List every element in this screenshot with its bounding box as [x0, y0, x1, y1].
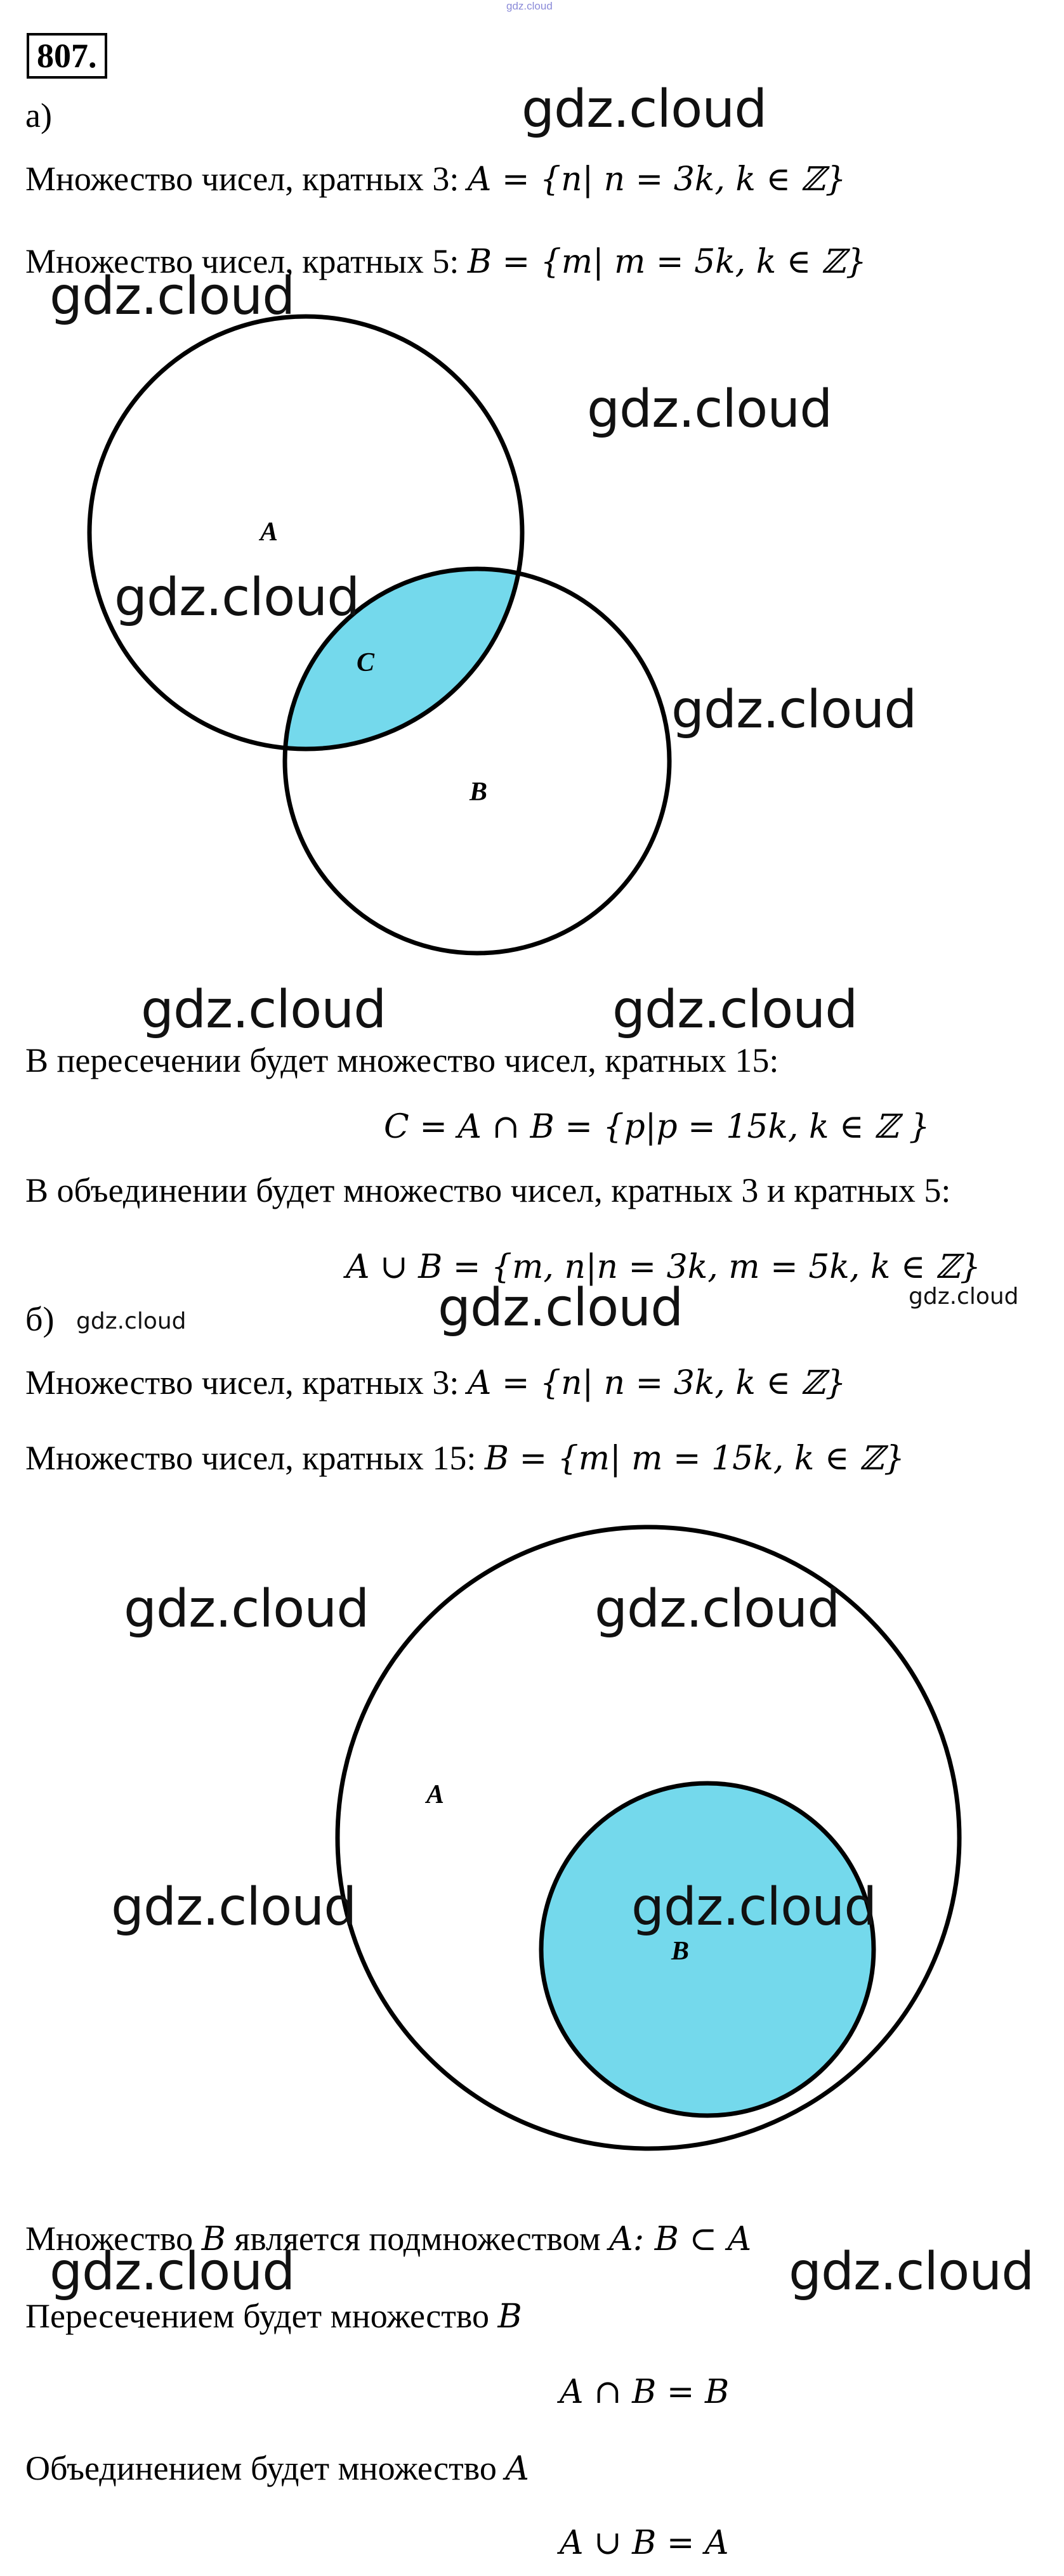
part-b-subset-text-2: является подмножеством [225, 2220, 610, 2258]
watermark: gdz.cloud [671, 680, 917, 740]
watermark: gdz.cloud [612, 980, 858, 1040]
part-b-subset-line: Множество B является подмножеством A: B … [25, 2218, 751, 2260]
venn-b-label-a: A [424, 1780, 444, 1809]
watermark: gdz.cloud [49, 2242, 295, 2302]
top-watermark: gdz.cloud [506, 0, 553, 12]
watermark: gdz.cloud [522, 79, 767, 140]
part-a-set-b-text: Множество чисел, кратных 5: [25, 242, 468, 280]
part-b-subset-text-1: Множество [25, 2220, 202, 2258]
venn-a-label-c: C [357, 648, 375, 677]
watermark: gdz.cloud [114, 568, 360, 628]
part-b-set-b-text: Множество чисел, кратных 15: [25, 1439, 485, 1477]
part-b-set-a-line: Множество чисел, кратных 3: A = {n| n = … [25, 1362, 846, 1403]
part-b-intersection-line: Пересечением будет множество B [25, 2296, 522, 2337]
venn-a-circle-b [282, 566, 672, 956]
venn-a-label-a: A [258, 517, 278, 547]
part-a-union-text: В объединении будет множество чисел, кра… [25, 1171, 951, 1209]
part-b-intersection-var: B [497, 2298, 522, 2336]
part-b-union-var: A [505, 2450, 529, 2488]
venn-b-circle-a [335, 1525, 962, 2151]
watermark: gdz.cloud [789, 2242, 1034, 2302]
part-b-intersection-math: A ∩ B = B [560, 2373, 730, 2411]
watermark: gdz.cloud [438, 1278, 683, 1338]
part-b-subset-var-a: A [609, 2220, 633, 2258]
part-b-intersection-text: Пересечением будет множество [25, 2297, 498, 2335]
watermark: gdz.cloud [594, 1579, 840, 1639]
watermark: gdz.cloud [124, 1579, 369, 1639]
part-b-set-b-line: Множество чисел, кратных 15: B = {m| m =… [25, 1438, 905, 1479]
venn-a-circle-a [87, 314, 525, 751]
part-a-set-a-math: A = {n| n = 3k, k ∈ ℤ} [467, 160, 846, 198]
watermark: gdz.cloud [49, 266, 295, 327]
watermark: gdz.cloud [141, 980, 386, 1040]
part-b-set-a-text: Множество чисел, кратных 3: [25, 1363, 468, 1402]
problem-number: 807. [27, 33, 107, 79]
venn-a-intersection-fill [285, 569, 522, 749]
watermark-small: gdz.cloud [909, 1284, 1019, 1310]
part-b-union-math: A ∪ B = A [560, 2524, 729, 2562]
part-a-set-b-math: B = {m| m = 5k, k ∈ ℤ} [467, 243, 867, 281]
watermark-small: gdz.cloud [76, 1308, 187, 1334]
part-b-set-a-math: A = {n| n = 3k, k ∈ ℤ} [467, 1364, 846, 1402]
part-b-label: б) [25, 1300, 55, 1338]
part-b-set-b-math: B = {m| m = 15k, k ∈ ℤ} [484, 1440, 905, 1478]
venn-b-circle-b [539, 1781, 876, 2118]
part-a-intersection-math: C = A ∩ B = {p|p = 15k, k ∈ ℤ } [384, 1108, 930, 1146]
part-a-set-a-line: Множество чисел, кратных 3: A = {n| n = … [25, 159, 846, 200]
part-a-intersection-text: В пересечении будет множество чисел, кра… [25, 1041, 779, 1079]
watermark: gdz.cloud [587, 379, 832, 439]
part-a-set-a-text: Множество чисел, кратных 3: [25, 160, 468, 198]
venn-a-label-b: B [469, 777, 487, 807]
part-b-union-text: Объединением будет множество [25, 2449, 506, 2487]
part-a-set-b-line: Множество чисел, кратных 5: B = {m| m = … [25, 241, 867, 282]
watermark: gdz.cloud [111, 1877, 357, 1937]
part-b-subset-math: : B ⊂ A [633, 2220, 752, 2258]
part-a-label: а) [25, 96, 52, 134]
part-a-union-math: A ∪ B = {m, n|n = 3k, m = 5k, k ∈ ℤ} [346, 1248, 981, 1286]
part-b-subset-var-b: B [201, 2220, 226, 2258]
watermark: gdz.cloud [631, 1877, 877, 1937]
part-b-union-line: Объединением будет множество A [25, 2448, 529, 2489]
venn-b-label-b: B [671, 1937, 689, 1966]
